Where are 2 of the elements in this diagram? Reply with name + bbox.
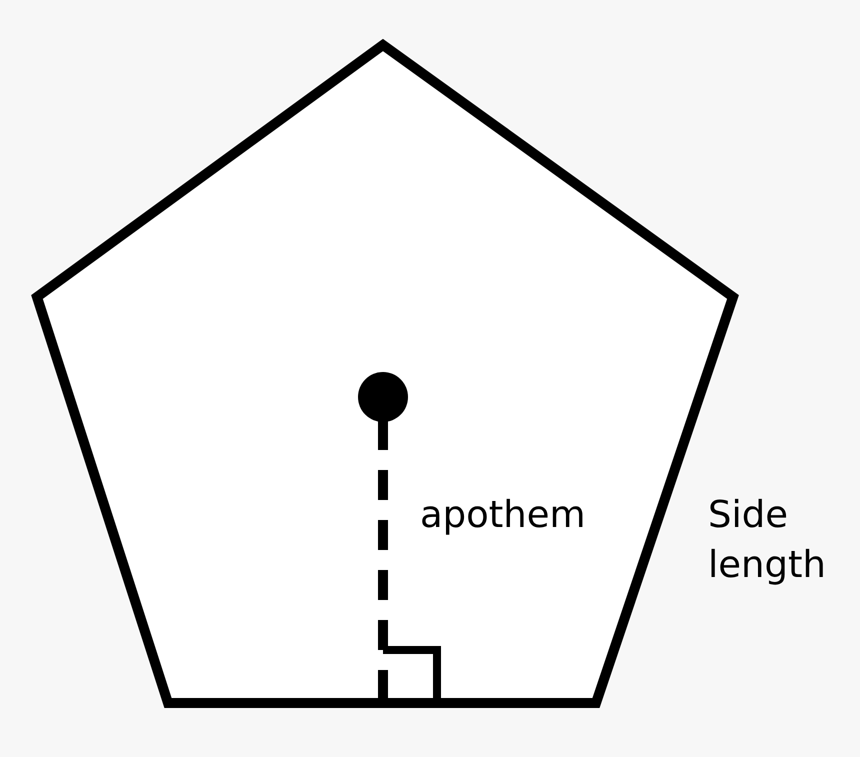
side-length-label: Side length bbox=[708, 492, 827, 588]
apothem-label: apothem bbox=[420, 492, 586, 538]
